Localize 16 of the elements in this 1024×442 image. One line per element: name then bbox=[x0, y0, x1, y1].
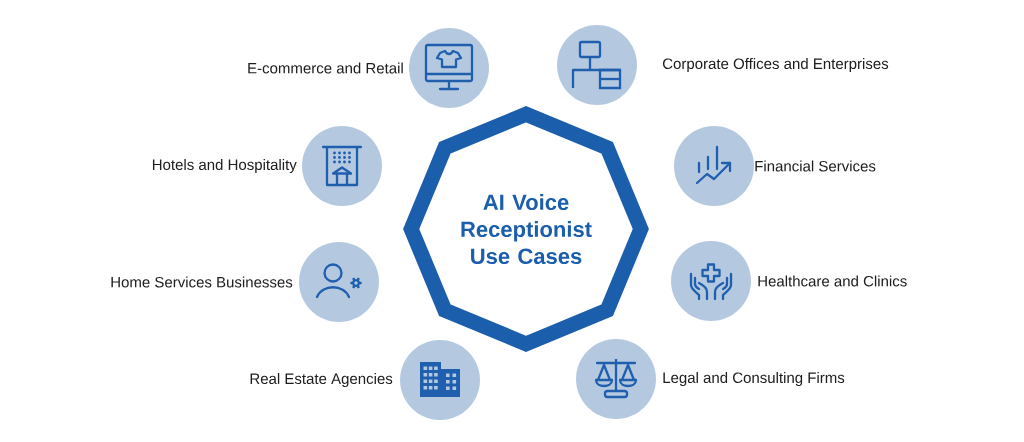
icon-circle bbox=[576, 339, 656, 419]
category-label: Hotels and Hospitality bbox=[152, 159, 297, 173]
category-label: E-commerce and Retail bbox=[248, 62, 403, 74]
icon-circle bbox=[299, 242, 379, 322]
category-label: Corporate Offices and Enterprises bbox=[663, 58, 889, 72]
category-label: Real Estate Agencies bbox=[250, 373, 393, 387]
title-octagon: AI Voice Receptionist Use Cases bbox=[403, 106, 649, 352]
icon-circle bbox=[671, 241, 751, 321]
category-label: Financial Services bbox=[755, 160, 876, 172]
icon-circle bbox=[409, 28, 489, 108]
category-label: Home Services Businesses bbox=[111, 276, 293, 288]
icon-circle bbox=[557, 25, 637, 105]
icon-circle bbox=[302, 126, 382, 206]
icon-circle bbox=[674, 126, 754, 206]
category-label: Healthcare and Clinics bbox=[758, 275, 907, 287]
category-label: Legal and Consulting Firms bbox=[663, 372, 845, 386]
